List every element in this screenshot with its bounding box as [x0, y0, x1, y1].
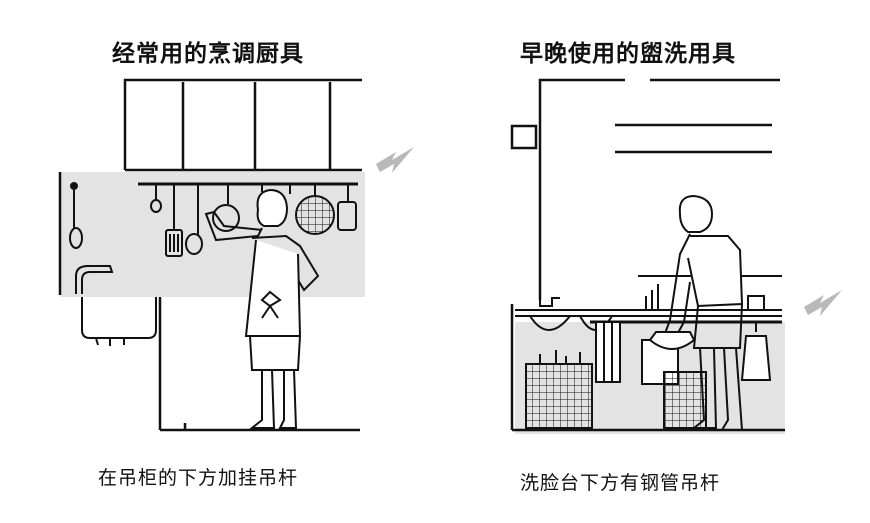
- kitchen-counter: [58, 172, 360, 432]
- wall-cabinet: [123, 78, 362, 172]
- faucet: [75, 265, 114, 294]
- man-figure: [648, 194, 744, 431]
- sink: [75, 265, 157, 346]
- right-panel-caption: 洗脸台下方有钢管吊杆: [520, 472, 721, 494]
- bathroom-arrow: [804, 290, 842, 316]
- right-panel-title: 早晚使用的盥洗用具: [520, 41, 736, 67]
- woman-figure: [204, 188, 320, 429]
- bathroom-illustration: [510, 78, 842, 434]
- basket-items: [539, 350, 581, 364]
- kitchen-illustration: [58, 78, 414, 432]
- laundry-basket-right: [663, 371, 707, 429]
- hanging-towels: [595, 321, 772, 385]
- kitchen-arrow: [376, 147, 414, 173]
- wall-ladle: [69, 182, 83, 249]
- hanging-utensils: [150, 184, 357, 257]
- left-panel-caption: 在吊柜的下方加挂吊杆: [98, 467, 299, 489]
- left-panel-title: 经常用的烹调厨具: [112, 41, 304, 67]
- laundry-basket-left: [525, 363, 593, 429]
